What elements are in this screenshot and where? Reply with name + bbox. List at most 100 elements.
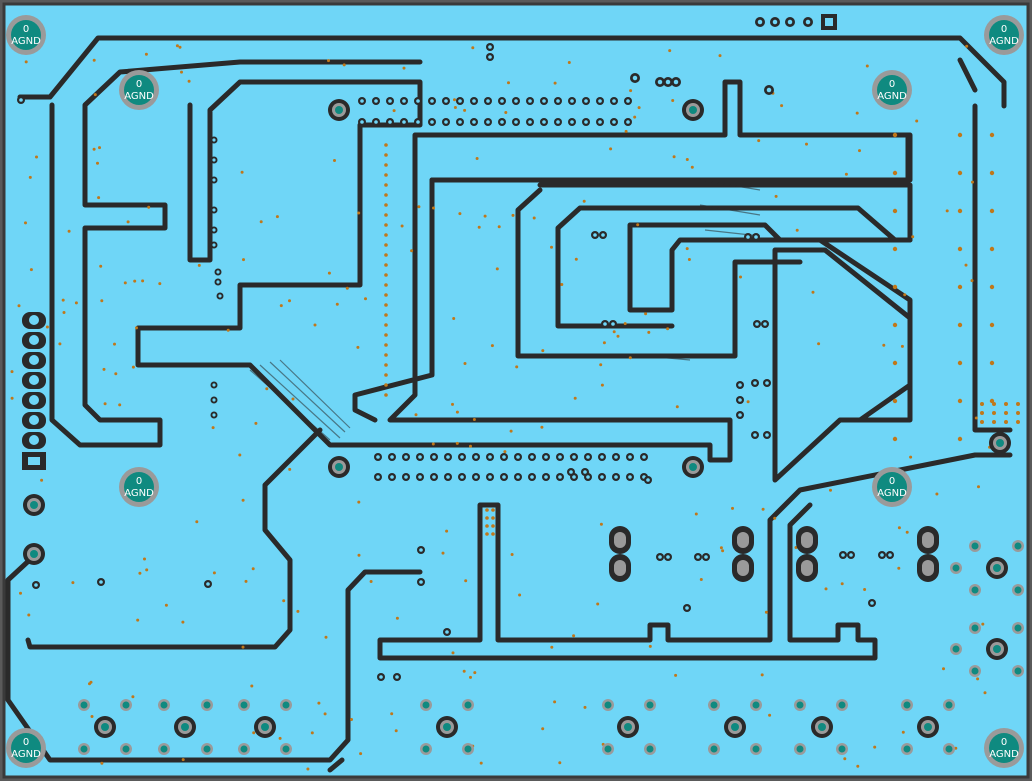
via: [942, 667, 945, 671]
via: [957, 132, 963, 138]
via: [957, 208, 963, 214]
via: [197, 263, 201, 267]
via: [458, 212, 462, 216]
via: [96, 161, 99, 165]
pad-hole: [19, 98, 23, 102]
via-pad-center: [80, 745, 88, 753]
via: [45, 325, 49, 329]
pad-hole: [753, 433, 757, 437]
via: [507, 81, 510, 85]
through-pad-center: [30, 501, 38, 509]
via: [384, 303, 388, 307]
via: [865, 64, 869, 68]
via: [357, 211, 361, 215]
via-pad-center: [952, 645, 960, 653]
via: [989, 246, 995, 252]
pad-hole: [544, 475, 548, 479]
via: [187, 79, 191, 83]
pad-hole: [216, 270, 220, 274]
via: [390, 712, 394, 716]
pad-hole: [212, 158, 216, 162]
via: [483, 214, 487, 218]
via-pad-center: [903, 701, 911, 709]
connector-pad-hole: [29, 315, 39, 325]
via: [495, 267, 499, 271]
via: [485, 508, 489, 512]
via: [629, 89, 633, 93]
via: [17, 304, 21, 308]
pad-hole: [416, 120, 420, 124]
via: [384, 203, 388, 207]
via: [118, 403, 122, 407]
via: [93, 93, 97, 97]
via: [164, 603, 168, 607]
via: [532, 216, 536, 220]
connector-pad-hole: [29, 415, 39, 425]
via: [462, 669, 466, 673]
pad-hole: [657, 79, 663, 85]
via-pad-center: [752, 745, 760, 753]
connector-square-hole: [28, 457, 40, 465]
via: [74, 301, 78, 305]
pad-hole: [360, 120, 364, 124]
via: [431, 442, 435, 446]
via: [633, 115, 637, 119]
hole-center: [11, 20, 41, 50]
via: [974, 416, 978, 420]
via: [583, 705, 587, 709]
through-pad-center: [731, 723, 739, 731]
pad-hole: [600, 455, 604, 459]
via: [265, 387, 269, 391]
oval-pad-inner: [801, 532, 813, 548]
pad-hole: [430, 99, 434, 103]
pad-hole: [216, 280, 220, 284]
hatch-a: [249, 359, 351, 441]
via-pad-center: [952, 564, 960, 572]
pad-hole: [444, 99, 448, 103]
via-pad-center: [203, 745, 211, 753]
pad-hole: [570, 120, 574, 124]
via: [976, 677, 980, 681]
via: [143, 557, 146, 561]
pad-hole: [446, 455, 450, 459]
via-pad-center: [752, 701, 760, 709]
via-pad-center: [945, 701, 953, 709]
via: [992, 420, 996, 424]
via: [345, 286, 349, 290]
via: [624, 129, 628, 133]
via: [259, 220, 263, 224]
pad-hole: [486, 99, 490, 103]
via: [491, 532, 495, 536]
pad-hole: [556, 120, 560, 124]
via: [244, 579, 248, 583]
pad-hole: [502, 475, 506, 479]
via: [144, 52, 148, 56]
via: [62, 311, 66, 314]
pad-hole: [556, 99, 560, 103]
pad-hole: [572, 475, 576, 479]
via: [288, 467, 292, 471]
through-pad-center: [624, 723, 632, 731]
hole-net-label: 0: [1001, 24, 1007, 35]
via: [989, 322, 995, 328]
pad-hole: [738, 413, 742, 417]
via-pad-center: [464, 745, 472, 753]
pad-hole: [419, 580, 423, 584]
pad-hole: [528, 99, 532, 103]
via: [909, 455, 913, 459]
via: [211, 426, 215, 430]
via: [145, 568, 149, 572]
via: [400, 224, 404, 228]
via: [515, 365, 519, 369]
via: [746, 400, 750, 404]
via: [892, 170, 898, 176]
via: [760, 673, 764, 677]
via: [550, 645, 554, 649]
pad-hole: [390, 455, 394, 459]
via: [882, 343, 886, 347]
pad-hole: [446, 475, 450, 479]
pad-hole: [583, 470, 587, 474]
pad-hole: [584, 120, 588, 124]
